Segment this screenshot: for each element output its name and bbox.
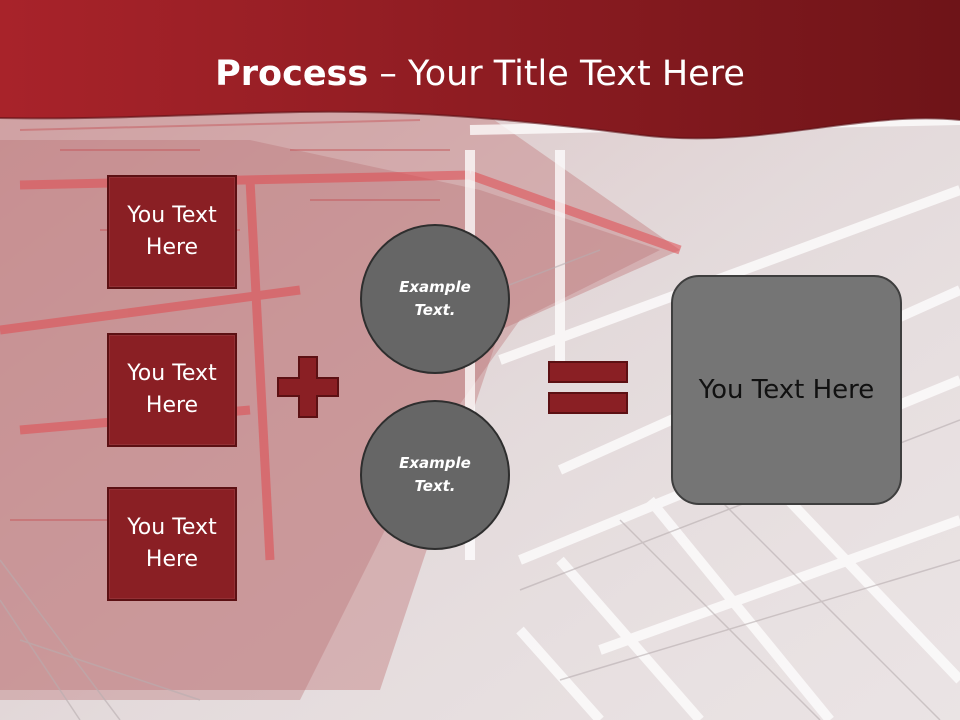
input-box-3[interactable]: You Text Here xyxy=(107,487,237,601)
input-box-1-label: You Text Here xyxy=(127,203,217,260)
title-bold: Process xyxy=(215,54,369,94)
input-box-2-label: You Text Here xyxy=(127,361,217,418)
slide-title: Process – Your Title Text Here xyxy=(0,52,960,96)
input-box-1[interactable]: You Text Here xyxy=(107,175,237,289)
plus-icon xyxy=(277,356,339,418)
result-box-label: You Text Here xyxy=(698,375,875,405)
result-box[interactable]: You Text Here xyxy=(671,275,902,505)
example-circle-1-label: Example Text. xyxy=(399,278,471,319)
example-circle-1[interactable]: Example Text. xyxy=(360,224,510,374)
input-box-2[interactable]: You Text Here xyxy=(107,333,237,447)
example-circle-2[interactable]: Example Text. xyxy=(360,400,510,550)
title-rest: – Your Title Text Here xyxy=(368,54,745,94)
example-circle-2-label: Example Text. xyxy=(399,454,471,495)
equals-icon xyxy=(548,361,628,414)
input-box-3-label: You Text Here xyxy=(127,515,217,572)
